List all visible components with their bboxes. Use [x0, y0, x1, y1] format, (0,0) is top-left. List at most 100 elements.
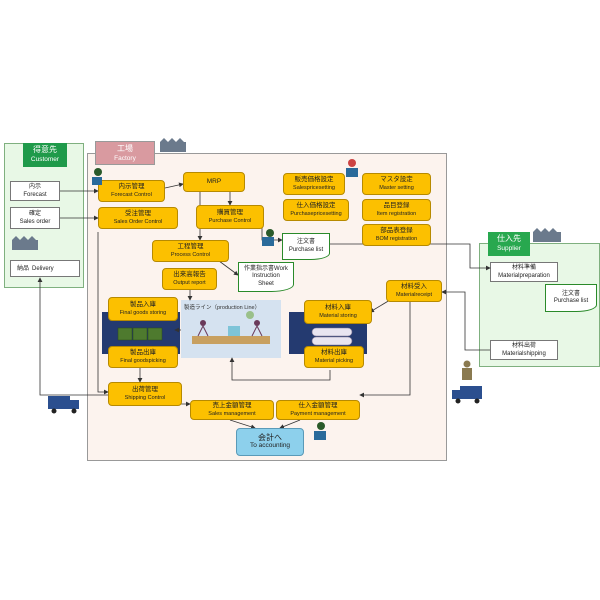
payment-management[interactable]: 仕入金額管理 Payment management: [276, 400, 360, 420]
final-goods-storing[interactable]: 製品入庫 Final goods storing: [108, 297, 178, 321]
factory-title-en: Factory: [114, 155, 136, 162]
supplier-header: 仕入先 Supplier: [488, 232, 530, 256]
customer-title-en: Customer: [30, 156, 60, 163]
person-icon: [462, 360, 472, 380]
sales-price-setting[interactable]: 販売価格設定 Salespricesetting: [283, 173, 345, 195]
sales-order-control[interactable]: 受注管理 Sales Order Control: [98, 207, 178, 229]
customer-forecast-jp: 内示: [28, 184, 41, 190]
pay-mgmt-en: Payment management: [290, 411, 346, 417]
truck-icon: [48, 396, 79, 414]
supplier-list-jp: 注文書: [561, 290, 580, 297]
sales-price-jp: 販売価格設定: [294, 176, 334, 183]
fg-store-jp: 製品入庫: [130, 301, 156, 308]
bom-registration-jp: 部品表登録: [380, 227, 413, 234]
purchase-list-en: Purchase list: [288, 246, 324, 253]
purchase-control-en: Purchase Control: [208, 218, 252, 224]
customer-delivery[interactable]: 納品 Delivery: [10, 260, 80, 277]
bom-registration-en: BOM registration: [375, 236, 418, 242]
truck-icon: [452, 386, 482, 404]
fg-pick-jp: 製品出庫: [130, 349, 156, 356]
forecast-control-jp: 内示管理: [118, 183, 145, 190]
output-report-jp: 出来高報告: [173, 271, 206, 278]
process-control-jp: 工程管理: [177, 243, 204, 250]
sales-management[interactable]: 売上金額管理 Sales management: [190, 400, 274, 420]
pay-mgmt-jp: 仕入金額管理: [298, 402, 338, 409]
mat-receipt-en: Materialreceipt: [395, 292, 433, 298]
item-registration[interactable]: 品目登録 Item registration: [362, 199, 431, 221]
factory-building-icon: [160, 138, 186, 152]
customer-order-en: Sales order: [19, 219, 51, 225]
sales-price-en: Salespricesetting: [293, 185, 335, 191]
person-pc-icon: [262, 229, 274, 246]
purchase-price-en: Purchasepricesetting: [290, 211, 342, 217]
supplier-building-icon: [533, 228, 561, 242]
supplier-material-preparation[interactable]: 材料準備 Materialpreparation: [490, 262, 558, 282]
accounting-en: To accounting: [249, 442, 291, 449]
mat-pick-en: Material picking: [314, 358, 354, 364]
final-goods-picking[interactable]: 製品出庫 Final goodspicking: [108, 346, 178, 368]
item-registration-jp: 品目登録: [383, 202, 410, 209]
work-instruction-sheet[interactable]: 作業指示書Work Instruction Sheet: [238, 262, 294, 292]
customer-delivery-en: Delivery: [32, 265, 54, 272]
mrp-box[interactable]: MRP: [183, 172, 245, 192]
master-setting-en: Master setting: [379, 185, 414, 191]
arrow-matpick-line: [229, 357, 331, 381]
purchase-list-jp: 注文書: [296, 239, 315, 245]
work-jp: 作業指示書Work: [244, 265, 288, 272]
shipping-control-jp: 出荷管理: [132, 386, 158, 393]
forecast-control-en: Forecast Control: [111, 192, 152, 198]
mat-store-jp: 材料入庫: [325, 304, 351, 311]
purchase-control[interactable]: 購買管理 Purchase Control: [196, 205, 264, 229]
customer-forecast-en: Forecast: [23, 192, 47, 198]
purchase-price-setting[interactable]: 仕入価格設定 Purchasepricesetting: [283, 199, 349, 221]
accounting-jp: 会計へ: [258, 433, 282, 442]
shipping-control[interactable]: 出荷管理 Shipping Control: [108, 382, 182, 406]
purchase-control-jp: 購買管理: [217, 209, 243, 216]
customer-title-jp: 得意先: [33, 145, 57, 154]
purchase-price-jp: 仕入価格設定: [296, 202, 336, 209]
factory-header: 工場 Factory: [95, 141, 155, 165]
boxes-icon: [117, 327, 163, 341]
arrow-pay-acct: [279, 419, 301, 429]
production-line-label: 製造ライン（production Line）: [184, 305, 261, 311]
material-picking[interactable]: 材料出庫 Material picking: [304, 346, 364, 368]
purchase-list-doc[interactable]: 注文書 Purchase list: [282, 233, 330, 260]
mrp-label: MRP: [206, 178, 222, 185]
sales-order-control-jp: 受注管理: [125, 210, 151, 217]
supplier-prep-en: Materialpreparation: [498, 273, 550, 279]
arrow-receipt-payment: [359, 300, 411, 398]
material-receipt[interactable]: 材料受入 Materialreceipt: [386, 280, 442, 302]
forecast-control[interactable]: 内示管理 Forecast Control: [98, 180, 165, 202]
customer-forecast[interactable]: 内示 Forecast: [10, 181, 60, 201]
to-accounting[interactable]: 会計へ To accounting: [236, 428, 304, 456]
arrow-receipt-matstore: [369, 299, 391, 313]
mat-pick-jp: 材料出庫: [321, 349, 347, 356]
supplier-ship-jp: 材料出荷: [511, 343, 536, 349]
process-control[interactable]: 工程管理 Process Control: [152, 240, 229, 262]
sales-mgmt-en: Sales management: [208, 411, 256, 417]
material-rolls-icon: [311, 327, 353, 346]
shipping-control-en: Shipping Control: [124, 395, 166, 401]
person-pc-icon: [346, 159, 358, 177]
customer-sales-order[interactable]: 確定 Sales order: [10, 207, 60, 229]
material-storing[interactable]: 材料入庫 Material storing: [304, 300, 372, 324]
arrow-sales-acct: [229, 419, 256, 430]
work-en1: Instruction: [252, 273, 280, 280]
output-report[interactable]: 出来高報告 Output report: [162, 268, 217, 290]
supplier-material-shipping[interactable]: 材料出荷 Materialshipping: [490, 340, 558, 360]
supplier-title-en: Supplier: [497, 245, 521, 252]
supplier-title-jp: 仕入先: [497, 234, 521, 243]
master-setting[interactable]: マスタ設定 Master setting: [362, 173, 431, 195]
person-pc-icon: [314, 422, 326, 440]
factory-title-jp: 工場: [117, 144, 133, 153]
mat-receipt-jp: 材料受入: [401, 283, 427, 290]
customer-header: 得意先 Customer: [23, 143, 67, 167]
process-control-en: Process Control: [170, 252, 211, 258]
arrow-order-shipping: [97, 232, 109, 395]
sales-order-control-en: Sales Order Control: [113, 219, 163, 225]
output-report-en: Output report: [173, 280, 206, 286]
supplier-purchase-list[interactable]: 注文書 Purchase list: [545, 284, 597, 312]
bom-registration[interactable]: 部品表登録 BOM registration: [362, 224, 431, 246]
supplier-ship-en: Materialshipping: [502, 351, 546, 357]
customer-order-jp: 確定: [28, 211, 41, 217]
